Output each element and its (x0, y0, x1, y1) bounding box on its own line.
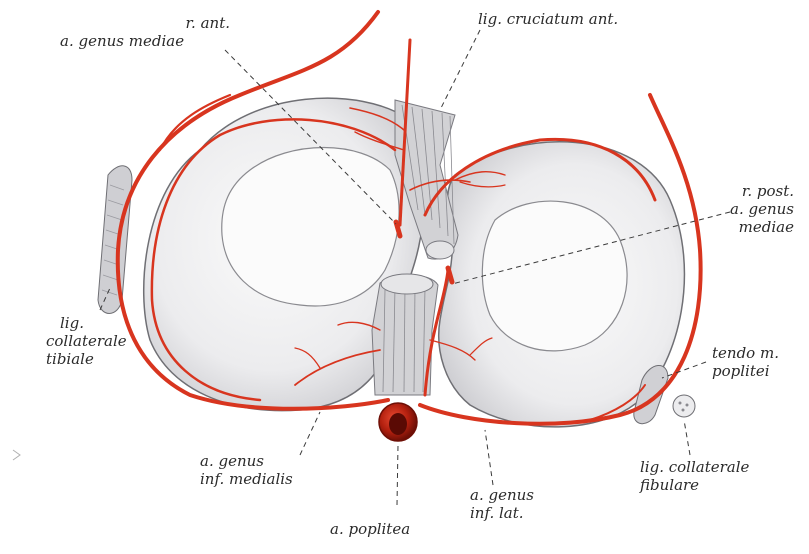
label-lig-coll-fib-line1: lig. collaterale (640, 458, 749, 476)
margin-mark (13, 450, 20, 460)
label-r-ant: r. ant. (120, 14, 230, 32)
label-r-post-line1: r. post. (690, 182, 794, 200)
label-lig-coll-tib-line3: tibiale (46, 350, 127, 368)
label-tendo-poplitei: tendo m. poplitei (712, 344, 779, 380)
label-a-genus-inf-lat-line2: inf. lat. (470, 504, 534, 522)
label-a-genus-inf-medialis: a. genus inf. medialis (200, 452, 293, 488)
tibial-collateral-ligament (98, 166, 132, 314)
label-tendo-line1: tendo m. (712, 344, 779, 362)
fibular-collateral-ligament (673, 395, 695, 417)
label-a-genus-inf-lat-line1: a. genus (470, 486, 534, 504)
label-r-post-line3: mediae (690, 218, 794, 236)
label-a-genus-inf-med-line1: a. genus (200, 452, 293, 470)
label-a-genus-mediae: a. genus mediae (60, 32, 184, 50)
label-lig-coll-tib-line2: collaterale (46, 332, 127, 350)
label-tendo-line2: poplitei (712, 362, 779, 380)
label-lig-coll-fib-line2: fibulare (640, 476, 749, 494)
label-r-post: r. post. a. genus mediae (690, 182, 794, 236)
label-lig-cruciatum-ant-text: lig. cruciatum ant. (478, 10, 618, 28)
label-a-poplitea: a. poplitea (330, 520, 410, 538)
label-r-ant-line1: r. ant. (120, 14, 230, 32)
label-lig-cruciatum-ant: lig. cruciatum ant. (478, 10, 618, 28)
label-a-poplitea-text: a. poplitea (330, 520, 410, 538)
label-lig-coll-tib-line1: lig. (46, 314, 127, 332)
label-r-post-line2: a. genus (690, 200, 794, 218)
label-a-genus-inf-lat: a. genus inf. lat. (470, 486, 534, 522)
label-a-genus-inf-med-line2: inf. medialis (200, 470, 293, 488)
label-lig-collaterale-tibiale: lig. collaterale tibiale (46, 314, 127, 368)
label-lig-collaterale-fibulare: lig. collaterale fibulare (640, 458, 749, 494)
label-a-genus-mediae-text: a. genus mediae (60, 32, 184, 50)
popliteal-artery (379, 403, 417, 441)
